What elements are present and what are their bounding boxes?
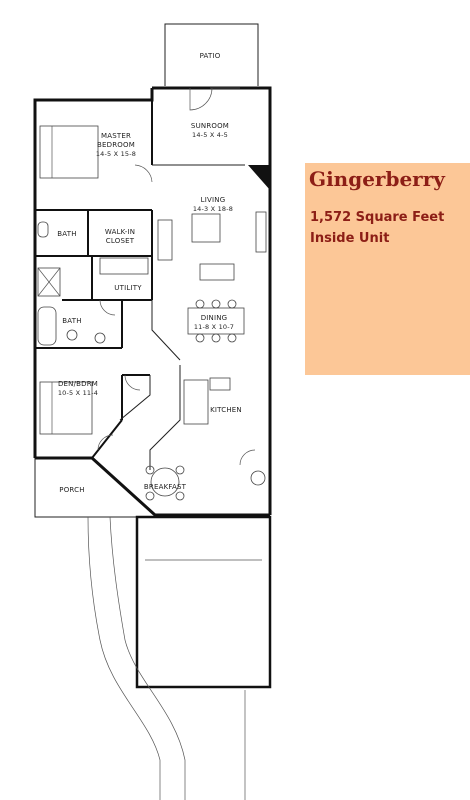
coffee-table [191, 213, 221, 243]
toilet-icon [37, 221, 49, 238]
living-dims: 14-3 X 18-8 [193, 205, 233, 213]
sunroom-dims: 14-5 X 4-5 [192, 131, 228, 139]
armchair [199, 263, 235, 281]
bath1-label: BATH [57, 230, 76, 238]
master-bed [39, 125, 99, 179]
dining-label: DINING [201, 314, 228, 322]
shower-icon [37, 267, 61, 297]
interior-walls [35, 100, 245, 470]
walkway [87, 516, 246, 800]
unit-type: Inside Unit [310, 231, 390, 246]
exterior-walls [33, 86, 272, 518]
room-labels: SUNROOM 14-5 X 4-5 MASTER BEDROOM 14-5 X… [57, 122, 242, 494]
fixtures [37, 165, 270, 486]
dining-dims: 11-8 X 10-7 [194, 323, 234, 331]
sink-icon [66, 329, 78, 341]
range-icon [209, 377, 231, 391]
kitchen-counter [183, 379, 209, 425]
living-label: LIVING [201, 196, 226, 204]
breakfast-table [150, 467, 180, 497]
sunroom-label: SUNROOM [191, 122, 229, 130]
square-feet: 1,572 Square Feet [310, 210, 445, 225]
furniture [39, 125, 267, 501]
unit-info-panel: Gingerberry 1,572 Square Feet Inside Uni… [305, 163, 470, 375]
closet-label-2: CLOSET [106, 237, 135, 245]
den-dims: 10-5 X 11-4 [58, 389, 98, 397]
kitchen-label: KITCHEN [210, 406, 242, 414]
fireplace-icon [248, 165, 270, 190]
tv-stand [255, 211, 267, 253]
closet-label: WALK-IN [105, 228, 135, 236]
sofa [157, 219, 173, 261]
garage [135, 515, 272, 689]
water-heater-icon [250, 470, 266, 486]
bathtub-icon [37, 306, 57, 346]
patio-label: PATIO [200, 52, 221, 60]
master-dims: 14-5 X 15-8 [96, 150, 136, 158]
sink-icon [94, 332, 106, 344]
den-label: DEN/BDRM [58, 380, 98, 388]
utility-label: UTILITY [114, 284, 142, 292]
master-label: MASTER [101, 132, 131, 140]
unit-name: Gingerberry [309, 167, 445, 191]
den-bed [39, 381, 93, 435]
doors [97, 87, 256, 466]
porch-label: PORCH [59, 486, 84, 494]
master-label-2: BEDROOM [97, 141, 135, 149]
patio: PATIO [164, 23, 259, 86]
bath2-label: BATH [62, 317, 81, 325]
washer-dryer-icon [99, 257, 149, 275]
breakfast-label: BREAKFAST [144, 483, 187, 491]
